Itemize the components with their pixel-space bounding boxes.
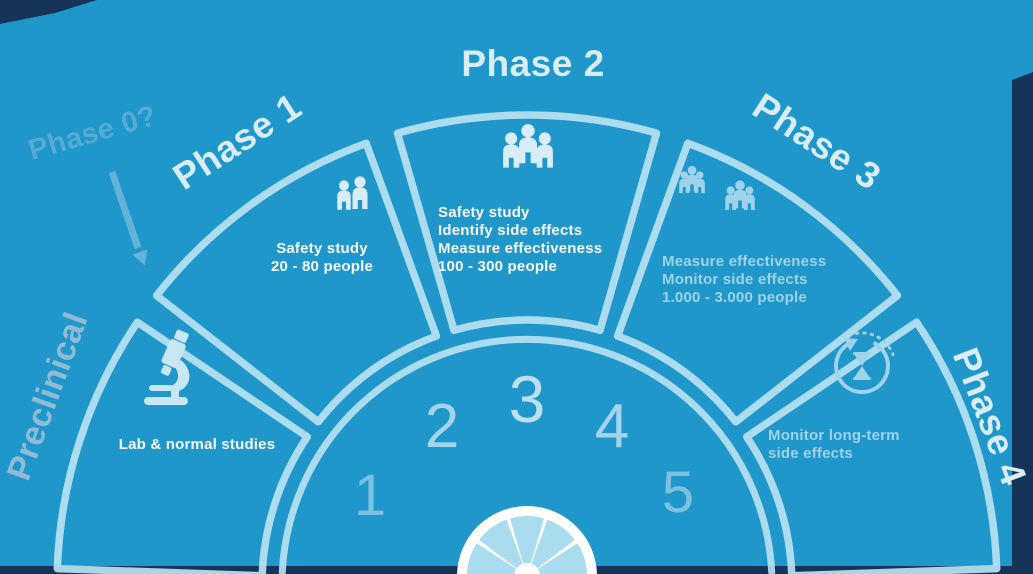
hourglass-cycle-icon bbox=[834, 331, 895, 394]
frame-corner-top-left bbox=[0, 0, 97, 24]
step-number-4: 4 bbox=[595, 392, 629, 461]
preclinical-line-1: Lab & normal studies bbox=[119, 436, 276, 453]
down-arrow-icon bbox=[108, 170, 148, 266]
phase4-description: Monitor long-term side effects bbox=[768, 427, 900, 462]
phase4-wedge bbox=[742, 318, 1001, 574]
step-number-2: 2 bbox=[425, 392, 459, 461]
frame-edge-right bbox=[1012, 72, 1033, 574]
phase4-line-2: side effects bbox=[768, 445, 853, 462]
phase1-wedge bbox=[152, 139, 441, 426]
step-number-1: 1 bbox=[354, 463, 386, 528]
phase3-line-3: 1.000 - 3.000 people bbox=[662, 289, 807, 306]
phase2-line-1: Safety study bbox=[438, 204, 530, 221]
phase2-line-2: Identify side effects bbox=[438, 222, 582, 239]
phase1-line-1: Safety study bbox=[276, 240, 368, 257]
microscope-icon bbox=[144, 329, 190, 405]
phase4-line-1: Monitor long-term bbox=[768, 427, 900, 444]
step-number-5: 5 bbox=[662, 460, 694, 525]
step-numbers: 1 2 3 4 5 bbox=[354, 362, 694, 528]
fan-chart-icon bbox=[457, 506, 597, 574]
phase1-line-2: 20 - 80 people bbox=[271, 258, 373, 275]
phase2-line-3: Measure effectiveness bbox=[438, 240, 602, 257]
phase2-title: Phase 2 bbox=[461, 43, 604, 84]
phase3-line-1: Measure effectiveness bbox=[662, 253, 826, 270]
phase1-description: Safety study 20 - 80 people bbox=[271, 240, 373, 275]
preclinical-wedge bbox=[53, 318, 312, 574]
inner-arc bbox=[278, 335, 776, 574]
step-number-3: 3 bbox=[509, 362, 546, 436]
phase3-line-2: Monitor side effects bbox=[662, 271, 808, 288]
phase3-wedge bbox=[613, 139, 902, 426]
preclinical-description: Lab & normal studies bbox=[119, 436, 276, 453]
phase2-wedge bbox=[393, 111, 661, 335]
phase3-description: Measure effectiveness Monitor side effec… bbox=[662, 253, 826, 306]
phase2-line-4: 100 - 300 people bbox=[438, 258, 557, 275]
phase2-description: Safety study Identify side effects Measu… bbox=[438, 204, 602, 275]
